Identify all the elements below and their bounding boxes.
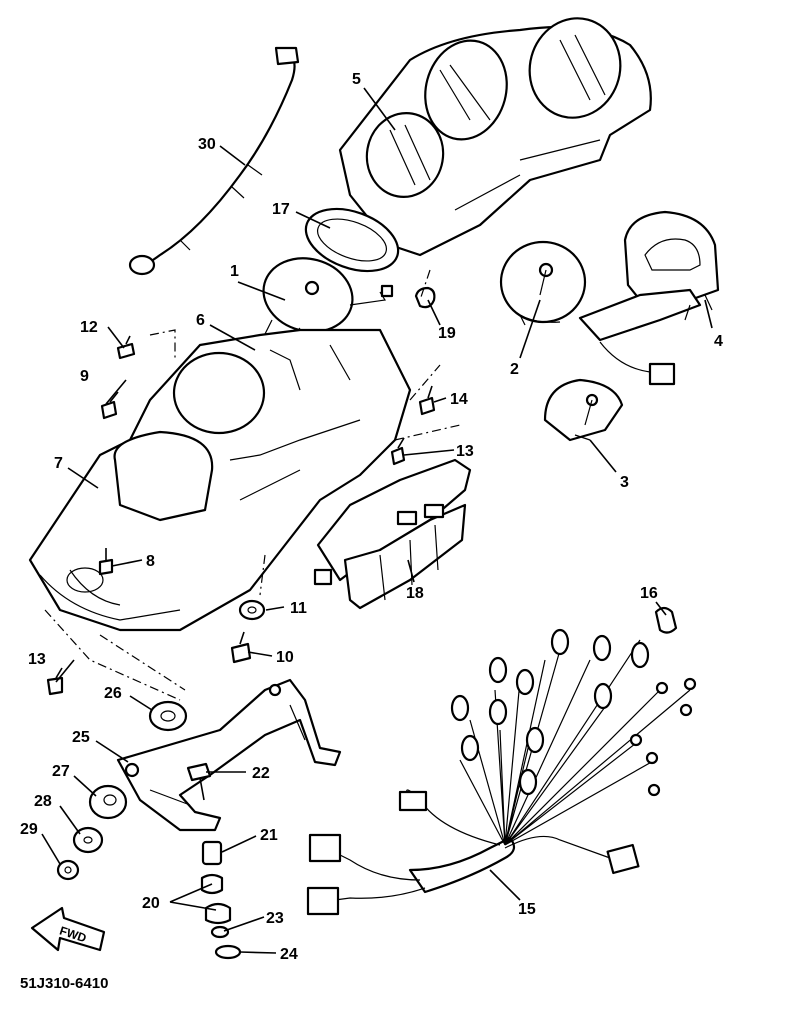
part-30-speedometer-cable <box>128 46 300 276</box>
callout-22: 22 <box>252 765 270 782</box>
callout-13-upper: 13 <box>456 443 474 460</box>
part-27-grommet <box>88 784 128 820</box>
part-28-collar <box>72 826 104 854</box>
part-21-collar <box>201 840 223 866</box>
part-9-screw <box>100 391 119 420</box>
callout-2: 2 <box>510 361 519 378</box>
part-8-screw <box>98 548 114 576</box>
callout-16: 16 <box>640 585 658 602</box>
callout-15: 15 <box>518 901 536 918</box>
callout-26: 26 <box>104 685 122 702</box>
part-22-bolt <box>186 762 212 801</box>
callout-9: 9 <box>80 368 89 385</box>
callout-6: 6 <box>196 312 205 329</box>
callout-30: 30 <box>198 136 216 153</box>
part-1-gauge <box>261 257 394 346</box>
part-11-washer <box>238 599 266 621</box>
drawing-code: 51J310-6410 <box>20 975 108 992</box>
callout-18: 18 <box>406 585 424 602</box>
part-10-screw <box>230 631 252 664</box>
callout-25: 25 <box>72 729 90 746</box>
assembly-guide-lines <box>44 269 461 701</box>
part-19-grommet <box>414 286 436 309</box>
leader-lines <box>41 87 713 954</box>
callout-23: 23 <box>266 910 284 927</box>
callout-7: 7 <box>54 455 63 472</box>
part-12-screw <box>116 335 136 360</box>
callout-8: 8 <box>146 553 155 570</box>
part-15-wire-harness <box>306 628 697 916</box>
part-26-grommet <box>148 700 188 732</box>
callout-24: 24 <box>280 946 298 963</box>
callout-5: 5 <box>352 71 361 88</box>
callout-13-lower: 13 <box>28 651 46 668</box>
callout-27: 27 <box>52 763 70 780</box>
part-4-tachometer <box>578 210 720 386</box>
callout-labels: 1 2 3 4 5 6 7 8 9 10 11 12 13 13 14 15 1… <box>20 71 723 963</box>
part-23-washer <box>210 925 230 939</box>
part-24-nut <box>214 944 242 960</box>
part-6-gauge-opening <box>172 351 266 435</box>
callout-11: 11 <box>290 600 307 617</box>
part-17-ring <box>304 207 400 273</box>
part-25-bracket <box>116 678 342 832</box>
callout-10: 10 <box>276 649 294 666</box>
callout-21: 21 <box>260 827 278 844</box>
part-29-nut <box>56 859 80 881</box>
part-2-gauge <box>499 240 587 326</box>
callout-17: 17 <box>272 201 290 218</box>
part-16-bulb <box>654 606 678 634</box>
part-18-indicator-panel <box>313 458 472 610</box>
callout-28: 28 <box>34 793 52 810</box>
forward-arrow: FWD <box>30 906 106 952</box>
callout-3: 3 <box>620 474 629 491</box>
callout-12: 12 <box>80 319 98 336</box>
part-7-meter-housing <box>28 328 412 632</box>
callout-20: 20 <box>142 895 160 912</box>
part-20-grommets <box>200 873 232 925</box>
callout-4: 4 <box>714 333 723 350</box>
callout-19: 19 <box>438 325 456 342</box>
callout-1: 1 <box>230 263 239 280</box>
part-5-meter-cover <box>338 17 652 257</box>
part-13-screw-upper <box>390 437 406 466</box>
callout-29: 29 <box>20 821 38 838</box>
part-3-small-gauge <box>543 378 624 442</box>
part-13-screw-lower <box>46 667 64 696</box>
callout-14: 14 <box>450 391 468 408</box>
part-14-screw <box>418 385 436 416</box>
